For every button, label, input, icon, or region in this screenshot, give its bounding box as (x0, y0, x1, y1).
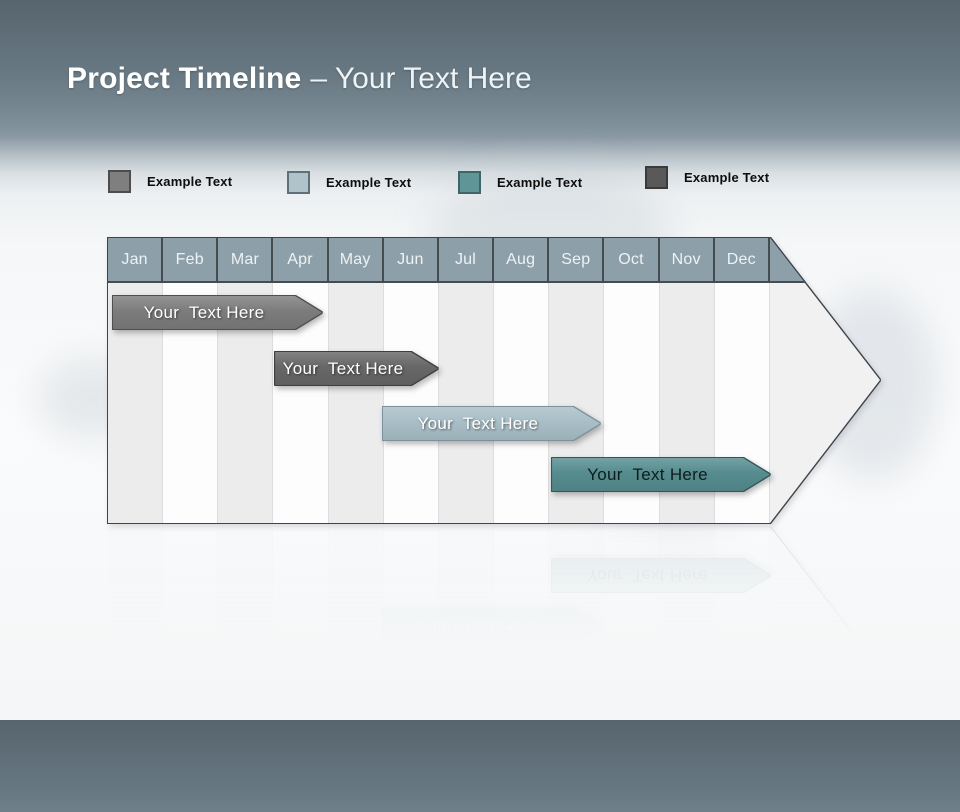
month-header-mar: Mar (218, 238, 274, 281)
legend-item-1[interactable]: Example Text (108, 170, 232, 193)
timeline-bar-3[interactable]: Your Text Here (383, 407, 600, 440)
month-header-jan: Jan (108, 238, 164, 281)
slide-title-subtitle: – Your Text Here (310, 62, 532, 95)
legend-item-4[interactable]: Example Text (645, 166, 769, 189)
legend-label: Example Text (147, 174, 233, 189)
bar-label: Your Text Here (282, 358, 404, 378)
column-stripe (108, 238, 164, 523)
month-header-apr: Apr (273, 238, 329, 281)
month-header-jun: Jun (384, 238, 439, 281)
slide-title[interactable]: Project Timeline– Your Text Here (67, 60, 532, 98)
legend-item-2[interactable]: Example Text (287, 171, 411, 194)
column-stripe (163, 238, 219, 523)
month-header-jul: Jul (439, 238, 495, 281)
column-stripe (494, 238, 550, 523)
legend-swatch (108, 170, 131, 193)
bar-label: Your Text Here (143, 302, 265, 322)
timeline-bar-4[interactable]: Your Text Here (552, 458, 770, 491)
bar-arrow-shape: Your Text Here (275, 352, 438, 385)
legend-swatch (645, 166, 668, 189)
slide-title-bold: Project Timeline (67, 62, 302, 95)
legend-item-3[interactable]: Example Text (458, 171, 582, 194)
legend-label: Example Text (497, 175, 583, 190)
month-header-may: May (329, 238, 384, 281)
timeline-bar-2[interactable]: Your Text Here (275, 352, 438, 385)
month-header-sep: Sep (549, 238, 605, 281)
month-header-nov: Nov (660, 238, 715, 281)
month-header-oct: Oct (604, 238, 660, 281)
timeline-bar-1[interactable]: Your Text Here (113, 296, 322, 329)
column-stripe (218, 238, 274, 523)
bar-arrow-shape: Your Text Here (113, 296, 322, 329)
legend-label: Example Text (684, 170, 770, 185)
month-header-aug: Aug (494, 238, 550, 281)
legend-label: Example Text (326, 175, 412, 190)
bar-label: Your Text Here (417, 413, 539, 433)
bar-arrow-shape: Your Text Here (383, 407, 600, 440)
month-header-dec: Dec (715, 238, 770, 281)
bar-label: Your Text Here (587, 464, 708, 484)
legend-swatch (458, 171, 481, 194)
bar-arrow-shape: Your Text Here (552, 458, 770, 491)
slide-canvas: Project Timeline– Your Text Here Example… (38, 60, 938, 720)
legend-swatch (287, 171, 310, 194)
month-header-feb: Feb (163, 238, 219, 281)
column-stripe (438, 238, 495, 523)
